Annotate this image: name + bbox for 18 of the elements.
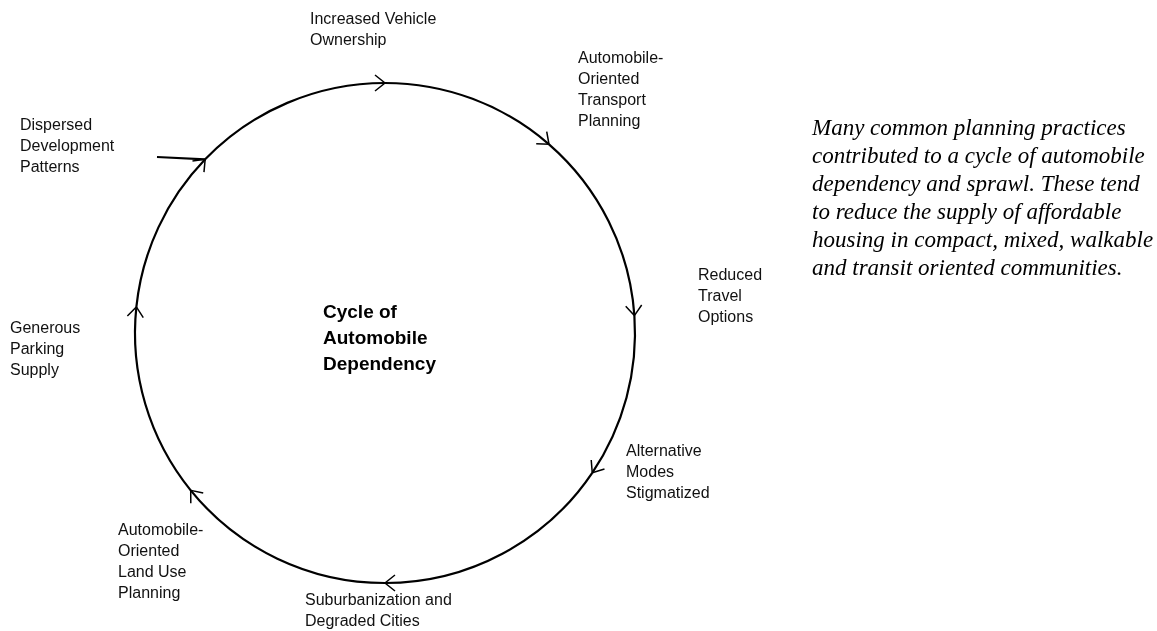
stage-label: Generous Parking Supply (10, 317, 90, 380)
stage-label: Automobile- Oriented Land Use Planning (118, 519, 218, 603)
cycle-arrow (548, 143, 642, 317)
cycle-arrow (384, 472, 594, 592)
description-note: Many common planning practices contributed to a cycle of automobile dependency and sprawl. These tend to reduce the supply of affordable housing in compact, mixed, walkable and transit oriented communities. (812, 114, 1155, 282)
cycle-arrow (189, 489, 386, 585)
stage-label: Automobile- Oriented Transport Planning (578, 47, 678, 131)
cycle-arrow (135, 158, 206, 308)
stage-label: Alternative Modes Stigmatized (626, 440, 736, 503)
cycle-arrow (384, 81, 550, 146)
stage-label: Dispersed Development Patterns (20, 114, 155, 177)
cycle-arrow (589, 315, 636, 474)
cycle-arrow (156, 74, 386, 161)
cycle-arrow (127, 306, 192, 491)
stage-label: Increased Vehicle Ownership (310, 8, 485, 50)
cycle-title: Cycle of Automobile Dependency (323, 299, 473, 377)
stage-label: Reduced Travel Options (698, 264, 768, 327)
stage-label: Suburbanization and Degraded Cities (305, 589, 525, 631)
